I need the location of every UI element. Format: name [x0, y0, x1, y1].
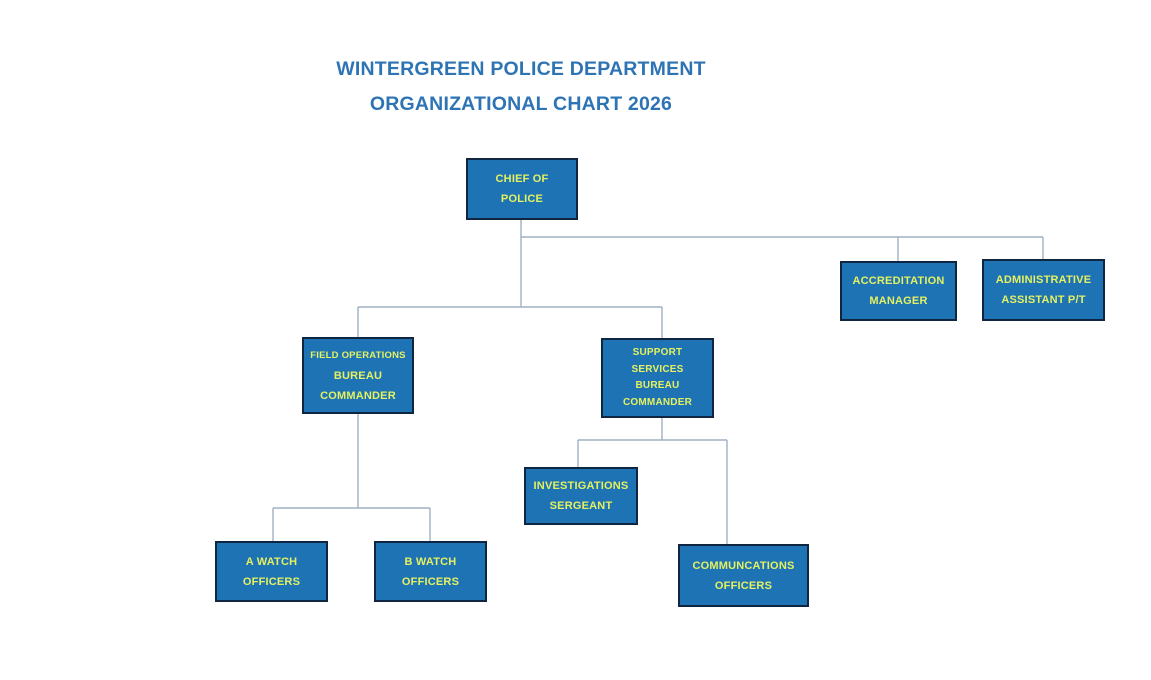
node-support-services-bureau-commander: SUPPORT SERVICES BUREAU COMMANDER: [601, 338, 714, 418]
node-label: OFFICERS: [242, 575, 301, 588]
connector-support-branch: [577, 418, 728, 544]
node-label: BUREAU: [635, 380, 680, 391]
node-administrative-assistant: ADMINISTRATIVE ASSISTANT P/T: [982, 259, 1105, 321]
connector-bureau-branch: [357, 306, 663, 338]
connector-chief-branch: [520, 220, 1044, 307]
node-label: B WATCH: [404, 555, 457, 568]
node-label: FIELD OPERATIONS: [310, 349, 406, 361]
node-label: COMMUNCATIONS: [692, 559, 795, 572]
node-label: OFFICERS: [401, 575, 460, 588]
node-chief-of-police: CHIEF OF POLICE: [466, 158, 578, 220]
page-title-line1: WINTERGREEN POLICE DEPARTMENT: [336, 58, 706, 80]
node-label: POLICE: [500, 193, 544, 205]
node-label: MANAGER: [869, 295, 928, 307]
page-title-line2: ORGANIZATIONAL CHART 2026: [369, 93, 673, 115]
node-label: ASSISTANT P/T: [1001, 294, 1086, 306]
page-title: WINTERGREEN POLICE DEPARTMENT ORGANIZATI…: [231, 52, 811, 122]
node-investigations-sergeant: INVESTIGATIONS SERGEANT: [524, 467, 638, 525]
node-communications-officers: COMMUNCATIONS OFFICERS: [678, 544, 809, 607]
node-label: COMMANDER: [320, 389, 396, 402]
node-label: INVESTIGATIONS: [533, 480, 629, 492]
node-label: CHIEF OF: [495, 173, 549, 185]
node-label: SERGEANT: [549, 500, 613, 512]
node-accreditation-manager: ACCREDITATION MANAGER: [840, 261, 957, 321]
node-label: A WATCH: [245, 555, 298, 568]
node-label: ADMINISTRATIVE: [995, 274, 1092, 286]
node-a-watch-officers: A WATCH OFFICERS: [215, 541, 328, 602]
node-field-operations-bureau-commander: FIELD OPERATIONS BUREAU COMMANDER: [302, 337, 414, 414]
node-label: ACCREDITATION: [852, 275, 945, 287]
node-label: SERVICES: [631, 363, 684, 375]
connector-field-ops-branch: [272, 414, 431, 541]
node-b-watch-officers: B WATCH OFFICERS: [374, 541, 487, 602]
node-label: SUPPORT: [632, 347, 683, 358]
node-label: OFFICERS: [714, 579, 773, 592]
node-label: COMMANDER: [622, 396, 693, 408]
node-label: BUREAU: [333, 369, 383, 382]
